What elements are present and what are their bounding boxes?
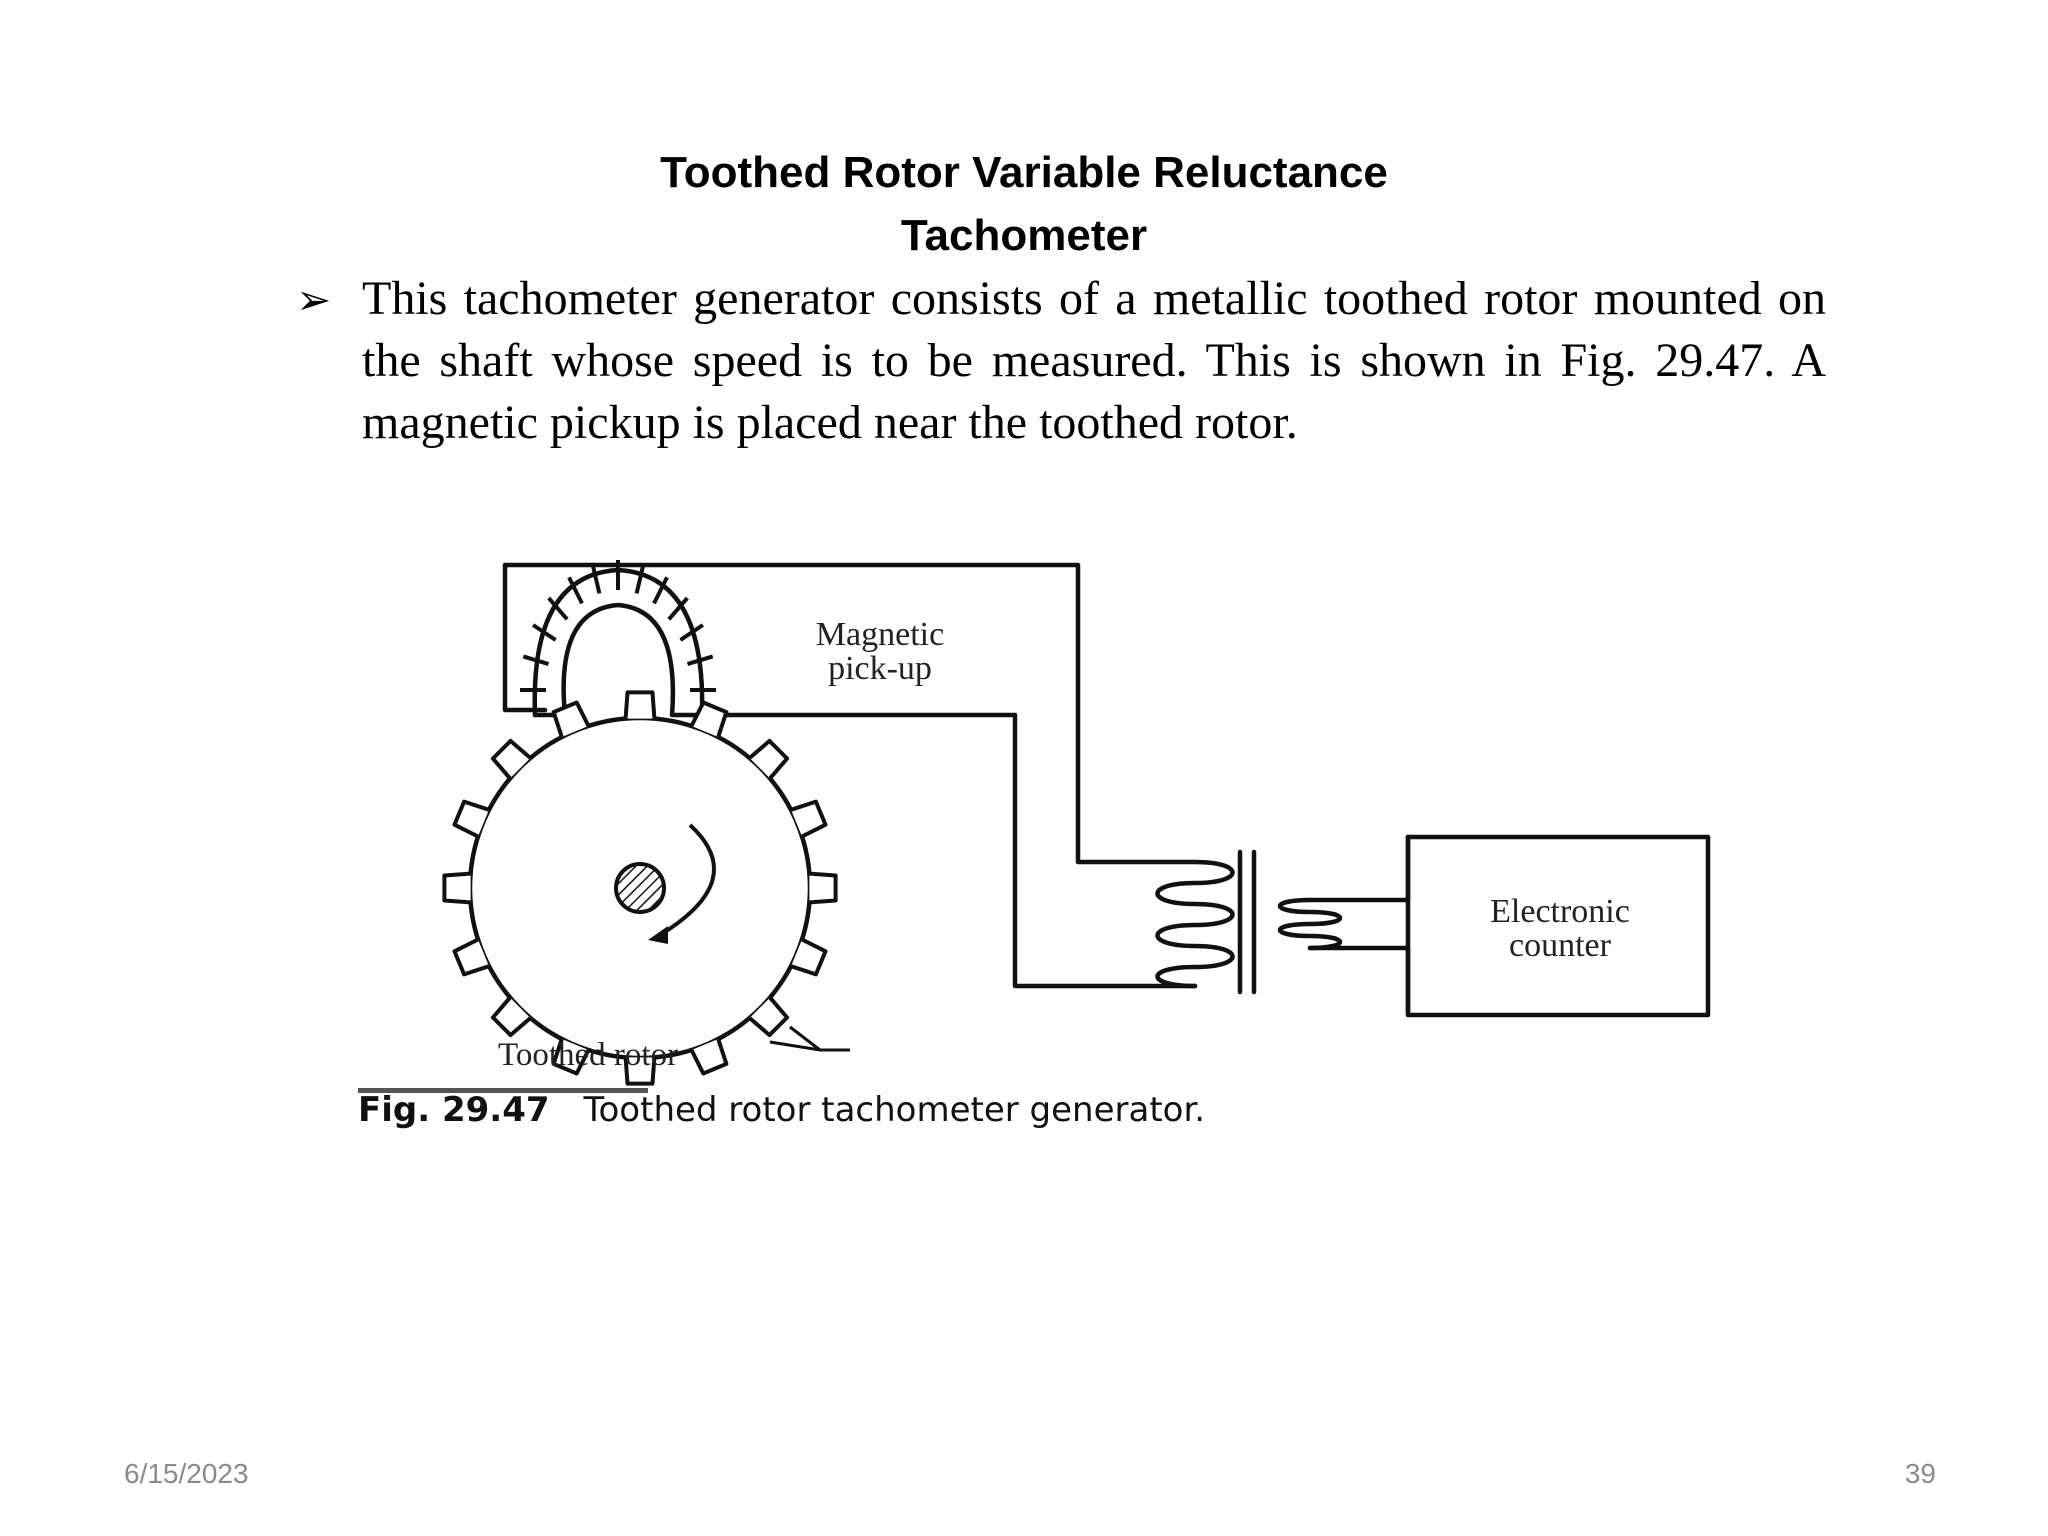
rotor-tooth	[748, 738, 790, 780]
rotor-tooth	[790, 799, 828, 839]
label-pickup-line2: pick-up	[828, 650, 932, 687]
slide-title-line1: Toothed Rotor Variable Reluctance	[660, 148, 1388, 197]
pickup-winding-turn	[652, 576, 669, 605]
caption-rule	[358, 1088, 648, 1093]
pickup-winding-turn	[686, 654, 714, 667]
bullet-text: This tachometer generator consists of a …	[362, 272, 1826, 449]
figure-toothed-rotor-tachometer: Magnetic pick-up Electronic counter Toot…	[350, 540, 1770, 1160]
toothed-rotor	[442, 690, 838, 1086]
rotor-tooth	[689, 700, 729, 738]
label-magnetic-pickup: Magnetic pick-up	[760, 618, 1000, 686]
rotor-tooth	[490, 996, 532, 1038]
tachometer-diagram	[442, 560, 1711, 1086]
caption-number: Fig. 29.47	[358, 1090, 550, 1130]
pickup-winding-turn	[679, 623, 705, 642]
rotor-tooth	[689, 1038, 729, 1076]
rotation-arrow-icon	[658, 823, 716, 937]
pickup-winding-turn	[522, 654, 550, 667]
figure-caption: Fig. 29.47 Toothed rotor tachometer gener…	[358, 1090, 1205, 1130]
rotor-tooth	[623, 690, 657, 719]
rotor-tooth	[551, 1038, 591, 1076]
rotor-tooth	[551, 700, 591, 738]
rotor-tooth	[442, 871, 471, 905]
pickup-coil-windings	[520, 560, 716, 692]
slide-title-line2: Tachometer	[900, 211, 1148, 260]
rotor-shaft	[614, 862, 666, 914]
electronic-counter-box	[1405, 834, 1711, 1018]
label-electronic-counter: Electronic counter	[1410, 895, 1710, 963]
circuit-wire-outer	[502, 562, 1198, 865]
transformer-secondary-coil	[1277, 897, 1343, 951]
rotor-tooth	[452, 799, 490, 839]
rotor-tooth	[748, 996, 790, 1038]
pickup-winding-turn	[634, 563, 646, 594]
footer-date: 6/15/2023	[124, 1458, 249, 1489]
transformer-primary-coil	[1155, 859, 1235, 989]
counter-wire-bottom	[1307, 945, 1411, 1015]
pickup-winding-turn	[667, 596, 689, 621]
label-toothed-rotor: Toothed rotor	[498, 1037, 679, 1073]
rotor-tooth	[490, 738, 532, 780]
pickup-winding-turn	[567, 576, 584, 605]
label-counter-line1: Electronic	[1490, 893, 1630, 930]
circuit-wire-inner	[717, 712, 1198, 989]
pickup-winding-turn	[547, 596, 569, 621]
bullet-arrow-icon: ➢	[296, 278, 332, 324]
rotor-tooth	[452, 937, 490, 977]
rotor-tooth	[790, 937, 828, 977]
rotor-label-pointer	[769, 1025, 850, 1052]
pickup-winding-turn	[531, 623, 557, 642]
counter-wire-top	[1307, 834, 1411, 903]
magnetic-pickup-core	[532, 602, 705, 718]
caption-text: Toothed rotor tachometer generator.	[583, 1090, 1206, 1130]
label-counter-line2: counter	[1509, 927, 1611, 964]
label-pickup-line1: Magnetic	[815, 616, 945, 653]
rotor-tooth	[809, 871, 838, 905]
footer-page-number: 39	[1904, 1458, 1936, 1489]
rotor-tooth	[623, 1057, 657, 1086]
bullet-paragraph: ➢ This tachometer generator consists of …	[296, 268, 1826, 454]
pickup-winding-turn	[590, 563, 602, 594]
